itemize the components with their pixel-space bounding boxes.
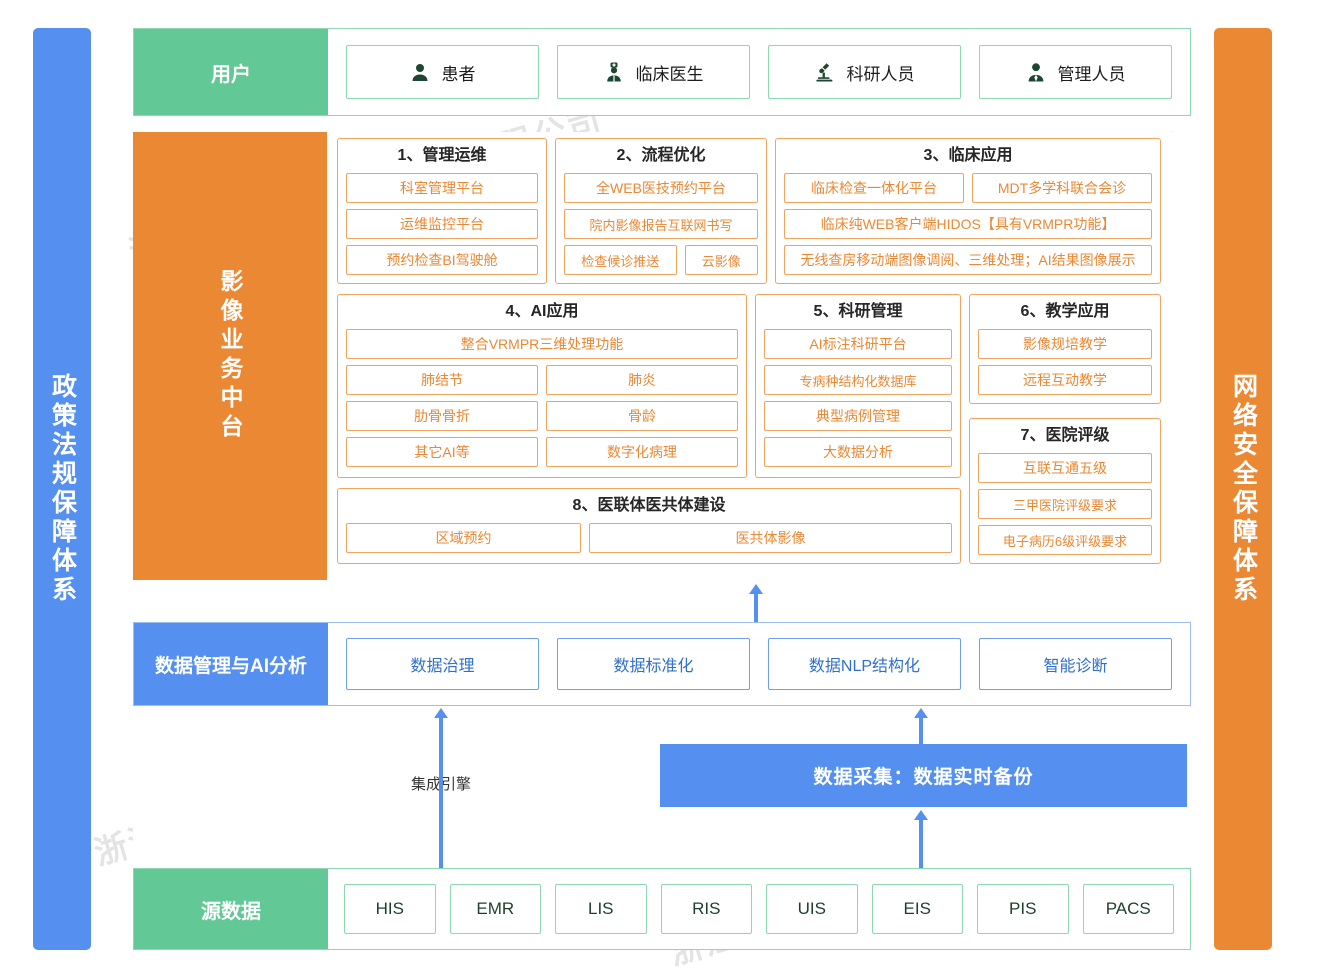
chip-emr[interactable]: EMR: [449, 884, 541, 934]
chip-data-governance[interactable]: 数据治理: [346, 638, 539, 690]
data-capture-box: 数据采集：数据实时备份: [660, 744, 1187, 807]
group-hospital-rating: 7、医院评级 互联互通五级 三甲医院评级要求 电子病历6级评级要求: [969, 418, 1161, 564]
chip-bi-cockpit[interactable]: 预约检查BI驾驶舱: [346, 245, 538, 275]
integration-band: 数据采集：数据实时备份 集成引擎: [133, 706, 1191, 870]
group-ai-application: 4、AI应用 整合VRMPR三维处理功能 肺结节 肺炎 肋骨骨折 骨龄 其它AI…: [337, 294, 747, 478]
chip-cloud-imaging[interactable]: 云影像: [684, 245, 758, 275]
doctor-icon: [604, 62, 624, 82]
person-icon: [410, 62, 430, 82]
group-title: 1、管理运维: [397, 147, 487, 164]
chip-lung-nodule[interactable]: 肺结节: [346, 365, 538, 395]
users-band: 用户 患者 临床医生 科研人员: [133, 28, 1191, 116]
chip-eis[interactable]: EIS: [871, 884, 963, 934]
user-chip-clinician[interactable]: 临床医生: [557, 45, 750, 99]
group-medical-consortium: 8、医联体医共体建设 区域预约 医共体影像: [337, 488, 961, 564]
chip-his[interactable]: HIS: [344, 884, 436, 934]
manager-icon: [1026, 62, 1046, 82]
chip-pis[interactable]: PIS: [977, 884, 1069, 934]
chip-remote-teaching[interactable]: 远程互动教学: [978, 365, 1152, 395]
user-chip-label: 患者: [441, 64, 476, 84]
data-management-band: 数据管理与AI分析 数据治理 数据标准化 数据NLP结构化 智能诊断: [133, 622, 1191, 706]
chip-regional-booking[interactable]: 区域预约: [346, 523, 581, 553]
chip-case-management[interactable]: 典型病例管理: [764, 401, 952, 431]
group-process-optimization: 2、流程优化 全WEB医技预约平台 院内影像报告互联网书写 检查候诊推送 云影像: [555, 138, 767, 284]
chip-pacs[interactable]: PACS: [1082, 884, 1174, 934]
network-security-bar: 网络安全保障体系: [1214, 28, 1272, 950]
chip-ris[interactable]: RIS: [660, 884, 752, 934]
chip-consortium-imaging[interactable]: 医共体影像: [588, 523, 952, 553]
source-data-label: 源数据: [134, 869, 328, 949]
group-title: 4、AI应用: [505, 303, 579, 320]
user-chip-label: 科研人员: [846, 64, 915, 84]
chip-data-standardization[interactable]: 数据标准化: [557, 638, 750, 690]
chip-imaging-training[interactable]: 影像规培教学: [978, 329, 1152, 359]
imaging-platform-label: 影像业务中台: [133, 132, 327, 580]
policy-framework-label: 政策法规保障体系: [48, 373, 77, 605]
group-clinical-application: 3、临床应用 临床检查一体化平台 MDT多学科联合会诊 临床纯WEB客户端HID…: [775, 138, 1161, 284]
users-list: 患者 临床医生 科研人员 管理人员: [328, 29, 1190, 115]
chip-uis[interactable]: UIS: [766, 884, 858, 934]
group-title: 5、科研管理: [813, 303, 903, 320]
chip-intelligent-diagnosis[interactable]: 智能诊断: [979, 638, 1172, 690]
group-research-management: 5、科研管理 AI标注科研平台 专病种结构化数据库 典型病例管理 大数据分析: [755, 294, 961, 478]
arrow-data-to-platform: [749, 584, 763, 622]
chip-waiting-push[interactable]: 检查候诊推送: [564, 245, 677, 275]
policy-framework-bar: 政策法规保障体系: [33, 28, 91, 950]
data-management-list: 数据治理 数据标准化 数据NLP结构化 智能诊断: [328, 623, 1190, 705]
group-title: 8、医联体医共体建设: [572, 497, 726, 514]
group-title: 6、教学应用: [1020, 303, 1110, 320]
chip-web-booking-platform[interactable]: 全WEB医技预约平台: [564, 173, 758, 203]
chip-hidos-web-client[interactable]: 临床纯WEB客户端HIDOS【具有VRMPR功能】: [784, 209, 1152, 239]
chip-digital-pathology[interactable]: 数字化病理: [546, 437, 738, 467]
group-teaching-application: 6、教学应用 影像规培教学 远程互动教学: [969, 294, 1161, 404]
chip-lis[interactable]: LIS: [555, 884, 647, 934]
chip-mdt-consultation[interactable]: MDT多学科联合会诊: [972, 173, 1152, 203]
chip-data-nlp-structuring[interactable]: 数据NLP结构化: [768, 638, 961, 690]
platform-groups: 1、管理运维 科室管理平台 运维监控平台 预约检查BI驾驶舱 2、流程优化 全W…: [327, 132, 1191, 580]
source-data-band: 源数据 HIS EMR LIS RIS UIS EIS PIS PACS: [133, 868, 1191, 950]
chip-pneumonia[interactable]: 肺炎: [546, 365, 738, 395]
chip-mobile-rounds-imaging[interactable]: 无线查房移动端图像调阅、三维处理；AI结果图像展示: [784, 245, 1152, 275]
chip-interconnect-level5[interactable]: 互联互通五级: [978, 453, 1152, 483]
network-security-label: 网络安全保障体系: [1229, 373, 1258, 605]
chip-grade-a-requirement[interactable]: 三甲医院评级要求: [978, 489, 1152, 519]
users-band-label: 用户: [134, 29, 328, 115]
chip-ai-annotation-platform[interactable]: AI标注科研平台: [764, 329, 952, 359]
chip-integrated-exam-platform[interactable]: 临床检查一体化平台: [784, 173, 964, 203]
chip-bigdata-analysis[interactable]: 大数据分析: [764, 437, 952, 467]
chip-ops-monitor-platform[interactable]: 运维监控平台: [346, 209, 538, 239]
chip-dept-management-platform[interactable]: 科室管理平台: [346, 173, 538, 203]
microscope-icon: [815, 62, 835, 82]
user-chip-administrator[interactable]: 管理人员: [979, 45, 1172, 99]
group-management-ops: 1、管理运维 科室管理平台 运维监控平台 预约检查BI驾驶舱: [337, 138, 547, 284]
group-title: 2、流程优化: [616, 147, 706, 164]
user-chip-patient[interactable]: 患者: [346, 45, 539, 99]
group-title: 7、医院评级: [1020, 427, 1110, 444]
group-title: 3、临床应用: [923, 147, 1013, 164]
chip-disease-database[interactable]: 专病种结构化数据库: [764, 365, 952, 395]
imaging-platform-band: 影像业务中台 1、管理运维 科室管理平台 运维监控平台 预约检查BI驾驶舱 2、…: [133, 132, 1191, 580]
chip-emr-level6-requirement[interactable]: 电子病历6级评级要求: [978, 525, 1152, 555]
user-chip-researcher[interactable]: 科研人员: [768, 45, 961, 99]
data-management-label: 数据管理与AI分析: [134, 623, 328, 705]
arrow-source-to-capture: [914, 810, 928, 868]
chip-rib-fracture[interactable]: 肋骨骨折: [346, 401, 538, 431]
chip-other-ai[interactable]: 其它AI等: [346, 437, 538, 467]
user-chip-label: 临床医生: [635, 64, 704, 84]
arrow-integration-engine: [434, 708, 448, 868]
source-data-list: HIS EMR LIS RIS UIS EIS PIS PACS: [328, 869, 1190, 949]
chip-report-writing[interactable]: 院内影像报告互联网书写: [564, 209, 758, 239]
user-chip-label: 管理人员: [1057, 64, 1126, 84]
arrow-capture-to-data: [914, 708, 928, 748]
chip-vrmpr-3d[interactable]: 整合VRMPR三维处理功能: [346, 329, 738, 359]
chip-bone-age[interactable]: 骨龄: [546, 401, 738, 431]
